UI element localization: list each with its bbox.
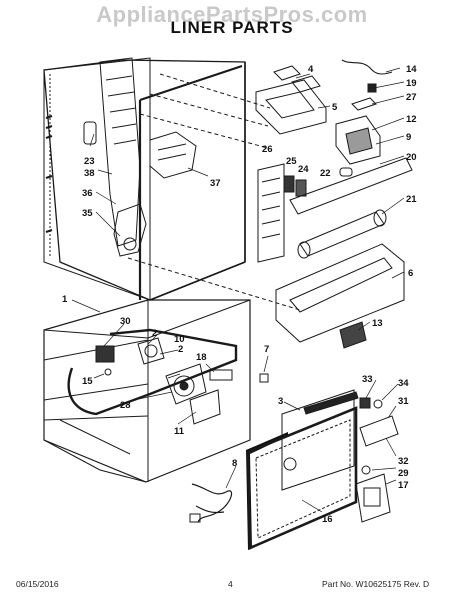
callout-2a: 2: [152, 328, 157, 339]
footer-date: 06/15/2016: [16, 579, 59, 589]
callout-8: 8: [232, 458, 237, 469]
callout-14: 14: [406, 64, 417, 75]
callout-21: 21: [406, 194, 417, 205]
callout-25: 25: [286, 156, 297, 167]
callout-19: 19: [406, 78, 417, 89]
callout-38: 38: [84, 168, 95, 179]
callout-15: 15: [82, 376, 93, 387]
callout-3: 3: [278, 396, 283, 407]
footer-part-number: Part No. W10625175 Rev. D: [322, 579, 430, 589]
callout-28: 28: [120, 400, 131, 411]
footer-page: 4: [228, 579, 233, 589]
callout-24: 24: [298, 164, 309, 175]
callout-13: 13: [372, 318, 383, 329]
diagram-title: LINER PARTS: [170, 18, 294, 37]
callout-10: 10: [174, 334, 185, 345]
lower-door-frame: [189, 373, 399, 550]
upper-liner: [43, 57, 301, 311]
callout-7: 7: [264, 344, 269, 355]
callout-26: 26: [262, 144, 273, 155]
callout-2b: 2: [178, 344, 183, 355]
callout-33: 33: [362, 374, 373, 385]
callout-20: 20: [406, 152, 417, 163]
callout-6: 6: [408, 268, 413, 279]
callout-27: 27: [406, 92, 417, 103]
callout-36: 36: [82, 188, 93, 199]
callout-31: 31: [398, 396, 409, 407]
callout-12: 12: [406, 114, 417, 125]
callout-11: 11: [174, 426, 185, 437]
callout-4: 4: [308, 64, 314, 75]
callout-37: 37: [210, 178, 221, 189]
callout-5: 5: [332, 102, 338, 113]
callout-16: 16: [322, 514, 333, 525]
callout-9: 9: [406, 132, 411, 143]
callout-23: 23: [84, 156, 95, 167]
callout-1: 1: [62, 294, 68, 305]
callout-32: 32: [398, 456, 409, 467]
callout-18: 18: [196, 352, 207, 363]
leader-lines: [71, 67, 405, 513]
callout-35: 35: [82, 208, 93, 219]
callout-30: 30: [120, 316, 131, 327]
watermark: AppliancePartsPros.com: [96, 2, 368, 27]
upper-right-components: [255, 59, 413, 349]
callout-29: 29: [398, 468, 409, 479]
callout-22: 22: [320, 168, 331, 179]
callout-labels: 4 14 5 19 27 12 9 26 25 24 22 20 21 23 3…: [62, 64, 417, 525]
callout-17: 17: [398, 480, 409, 491]
callout-34: 34: [398, 378, 409, 389]
lower-liner: [43, 299, 251, 483]
